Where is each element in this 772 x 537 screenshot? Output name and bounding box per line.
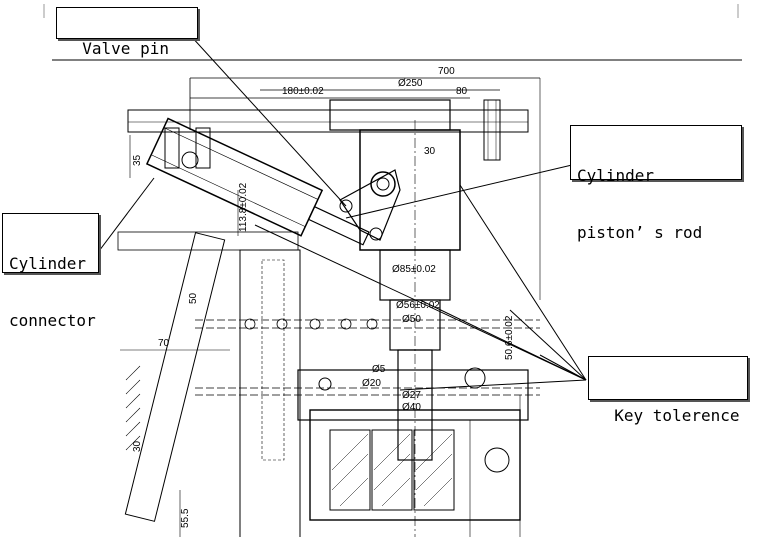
left-plate	[124, 232, 226, 522]
dim-30-side: 30	[132, 440, 143, 452]
dim-50-left: 50	[188, 292, 199, 304]
pivot	[370, 171, 396, 197]
dim-20: Ø20	[362, 378, 381, 389]
dim-27: Ø27	[402, 390, 421, 401]
valve-pin-label: Valve pin	[56, 7, 198, 58]
cylinder-connector-line1: Cylinder	[9, 254, 87, 273]
dim-50-right: 50.6±0.02	[504, 315, 515, 360]
dim-80: 80	[456, 86, 468, 97]
heater-coil	[484, 447, 510, 473]
dim-700: 700	[438, 66, 455, 77]
leader-lines	[95, 34, 587, 391]
dim-113: 113.8±0.02	[238, 182, 249, 232]
top-plate	[127, 109, 529, 133]
dim-50: Ø50	[402, 314, 421, 325]
dim-85: Ø85±0.02	[392, 264, 436, 275]
dimension-labels: 700 Ø250 180±0.02 80 30 35 113.8±0.02 Ø8…	[132, 66, 515, 528]
key-tolerence-label: Key tolerence	[588, 356, 748, 425]
dim-40: Ø40	[402, 402, 421, 413]
cylinder-body	[145, 117, 370, 246]
cylinder-piston-rod-line2: piston’ s rod	[577, 223, 703, 242]
dim-180: 180±0.02	[282, 86, 324, 97]
bolt-right	[483, 99, 501, 161]
valve-pin-text: Valve pin	[82, 39, 169, 58]
hatching-left	[125, 365, 141, 451]
dim-56: Ø56±0.02	[396, 300, 440, 311]
cylinder-piston-rod-line1: Cylinder	[577, 166, 655, 185]
dim-30: 30	[424, 146, 436, 157]
dim-70: 70	[158, 338, 170, 349]
key-tolerence-text: Key tolerence	[614, 406, 740, 425]
dim-35: 35	[132, 154, 143, 166]
dim-250: Ø250	[398, 78, 423, 89]
lower-manifold	[297, 369, 529, 421]
cylinder-piston-rod-label: Cylinder piston’ s rod	[570, 125, 742, 242]
dim-5: Ø5	[372, 364, 386, 375]
cylinder-connector-line2: connector	[9, 311, 96, 330]
central-block	[359, 129, 461, 251]
dim-55: 55.5	[180, 508, 191, 528]
hatching-blocks	[331, 433, 453, 507]
cylinder-connector-label: Cylinder connector	[2, 213, 99, 330]
nozzle-top	[329, 99, 451, 131]
